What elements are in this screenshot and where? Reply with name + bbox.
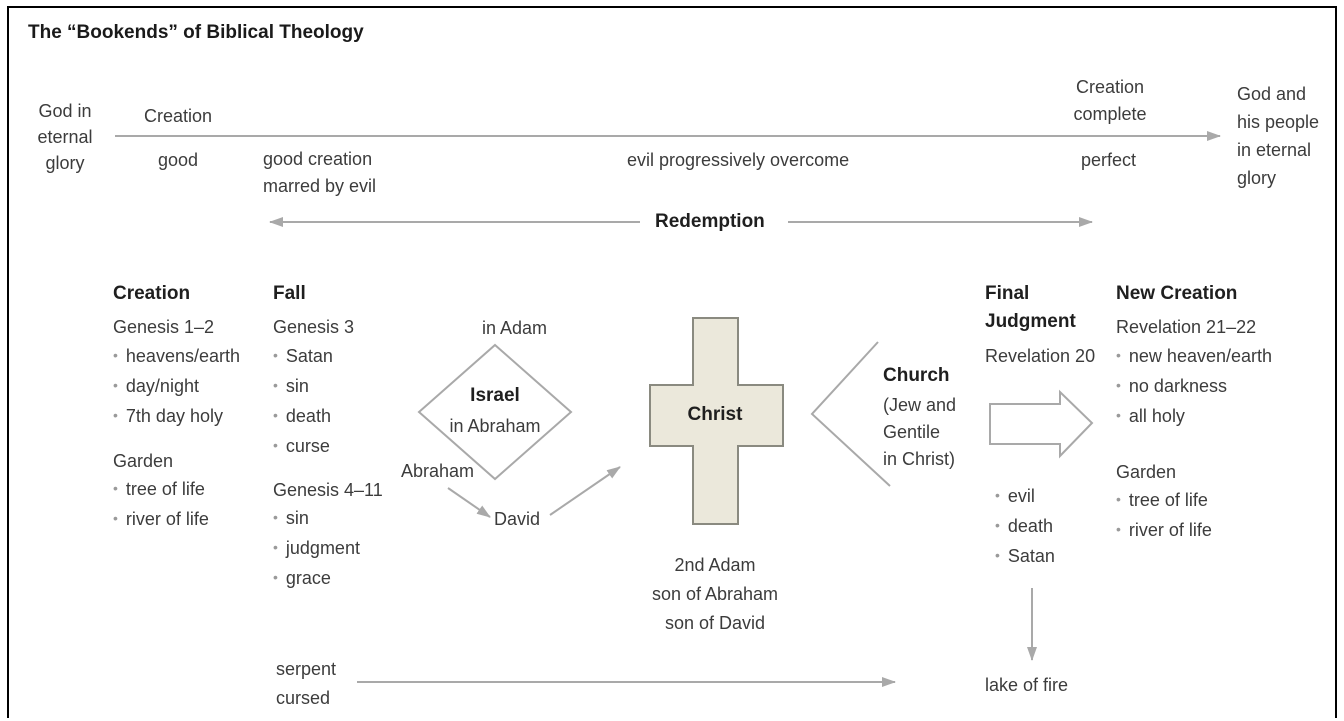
list-item: river of life	[113, 505, 209, 535]
timeline-overcome-label: evil progressively overcome	[627, 150, 850, 170]
timeline-creation-label: Creation	[144, 106, 213, 126]
list-item: tree of life	[1116, 486, 1212, 516]
new-creation-heading: New Creation	[1116, 283, 1238, 304]
judgment-heading: Final Judgment	[985, 283, 1076, 332]
christ-label: Christ	[687, 404, 743, 425]
list-item: day/night	[113, 372, 240, 402]
in-adam-label: in Adam	[482, 318, 548, 338]
new-creation-garden-items: tree of life river of life	[1116, 486, 1212, 546]
fall-items2: sin judgment grace	[273, 504, 360, 594]
list-item: 7th day holy	[113, 402, 240, 432]
christ-caption: 2nd Adam son of Abraham son of David	[651, 555, 779, 633]
new-creation-ref: Revelation 21–22	[1116, 317, 1257, 337]
list-item: Satan	[273, 342, 333, 372]
lake-of-fire-label: lake of fire	[985, 675, 1069, 695]
list-item: new heaven/earth	[1116, 342, 1272, 372]
creation-garden-items: tree of life river of life	[113, 475, 209, 535]
list-item: all holy	[1116, 402, 1272, 432]
new-creation-garden-label: Garden	[1116, 462, 1177, 482]
christ-cross	[649, 317, 784, 525]
list-item: Satan	[995, 542, 1055, 572]
abraham-david-arrow	[447, 487, 491, 518]
list-item: evil	[995, 482, 1055, 512]
timeline-marred-label: good creation marred by evil	[263, 149, 377, 196]
diagram-title: The “Bookends” of Biblical Theology	[28, 22, 364, 43]
list-item: grace	[273, 564, 360, 594]
list-item: river of life	[1116, 516, 1212, 546]
timeline-start-label: God in eternal glory	[37, 101, 93, 173]
judgment-items: evil death Satan	[995, 482, 1055, 572]
timeline-creation-complete-label: Creation complete	[1073, 77, 1147, 124]
judgment-ref: Revelation 20	[985, 346, 1096, 366]
david-christ-arrow	[549, 466, 621, 516]
creation-ref: Genesis 1–2	[113, 317, 215, 337]
judgment-block-arrow	[989, 389, 1094, 459]
israel-sub-label: in Abraham	[449, 416, 541, 436]
serpent-label: serpent cursed	[276, 659, 337, 708]
creation-items: heavens/earth day/night 7th day holy	[113, 342, 240, 432]
list-item: sin	[273, 372, 333, 402]
list-item: judgment	[273, 534, 360, 564]
list-item: no darkness	[1116, 372, 1272, 402]
timeline-good-label: good	[158, 150, 199, 170]
israel-diamond	[417, 343, 573, 481]
church-label: Church	[883, 365, 950, 386]
israel-label: Israel	[470, 385, 520, 406]
fall-ref2: Genesis 4–11	[273, 480, 383, 500]
list-item: death	[273, 402, 333, 432]
fall-heading: Fall	[273, 283, 306, 304]
fall-ref: Genesis 3	[273, 317, 355, 337]
list-item: death	[995, 512, 1055, 542]
redemption-label: Redemption	[655, 211, 765, 232]
creation-heading: Creation	[113, 283, 191, 304]
list-item: curse	[273, 432, 333, 462]
fall-items: Satan sin death curse	[273, 342, 333, 462]
list-item: sin	[273, 504, 360, 534]
timeline-end-label: God and his people in eternal glory	[1237, 84, 1320, 188]
new-creation-items: new heaven/earth no darkness all holy	[1116, 342, 1272, 432]
timeline-perfect-label: perfect	[1081, 150, 1137, 170]
creation-garden-label: Garden	[113, 451, 174, 471]
abraham-label: Abraham	[401, 461, 475, 481]
list-item: heavens/earth	[113, 342, 240, 372]
david-label: David	[494, 509, 541, 529]
church-chevron	[810, 341, 891, 487]
church-sub-label: (Jew and Gentile in Christ)	[883, 395, 957, 469]
list-item: tree of life	[113, 475, 209, 505]
